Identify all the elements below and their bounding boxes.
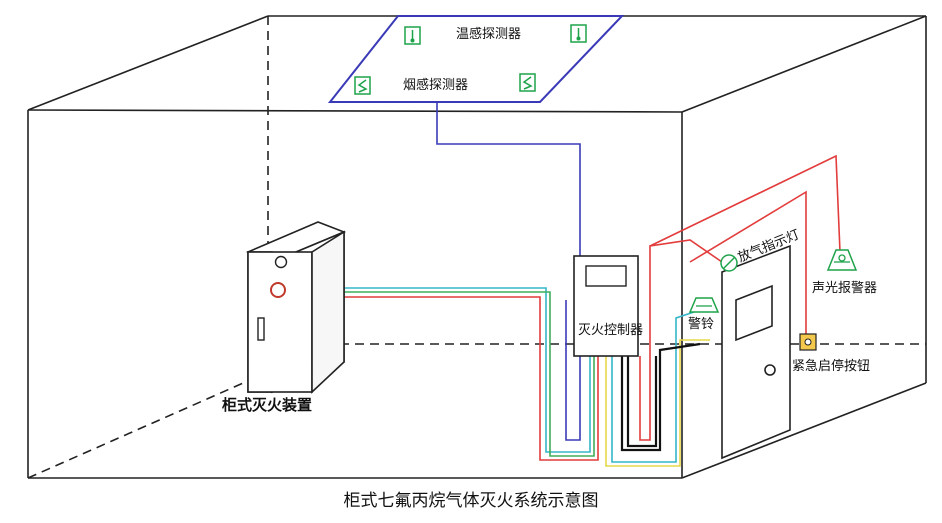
- alarm-bell-icon: [688, 297, 720, 313]
- wiring: [344, 102, 841, 467]
- temp-detector-icon: [404, 26, 421, 45]
- room-outline: [27, 15, 927, 479]
- wire-detector-to-controller: [436, 102, 581, 441]
- temp-detector-label: 温感探测器: [456, 26, 521, 42]
- wire-cabinet-red: [344, 296, 599, 461]
- cabinet-extinguisher: [245, 221, 347, 394]
- wire-cabinet-green: [344, 291, 595, 457]
- smoke-detector-icon: [519, 73, 536, 92]
- wire-red-door: [689, 190, 807, 334]
- wire-cabinet-cyan: [344, 287, 591, 453]
- release-indicator-icon: [720, 254, 738, 272]
- wire-black-2: [626, 356, 658, 448]
- wire-black-1: [620, 342, 701, 452]
- wire-red-light: [639, 239, 723, 441]
- smoke-detector-icon: [354, 76, 371, 95]
- fire-controller: [573, 255, 639, 357]
- emergency-button-label: 紧急启停按钮: [792, 358, 870, 374]
- controller-label: 灭火控制器: [578, 323, 643, 338]
- temp-detector-icon: [570, 24, 587, 43]
- hidden-edges: [27, 16, 926, 479]
- sound-light-alarm-label: 声光报警器: [812, 280, 877, 296]
- emergency-button-icon: [799, 333, 817, 351]
- wire-red-alarm: [649, 154, 841, 253]
- sound-light-alarm-icon: [826, 249, 858, 271]
- bell-label: 警铃: [688, 316, 714, 332]
- diagram-caption: 柜式七氟丙烷气体灭火系统示意图: [343, 491, 599, 511]
- smoke-detector-label: 烟感探测器: [403, 77, 468, 93]
- cabinet-label: 柜式灭火装置: [221, 396, 312, 414]
- wire-cyan-2: [611, 309, 701, 463]
- door: [721, 244, 791, 460]
- wire-yellow: [605, 339, 710, 467]
- ceiling-detector-panel: [327, 15, 625, 103]
